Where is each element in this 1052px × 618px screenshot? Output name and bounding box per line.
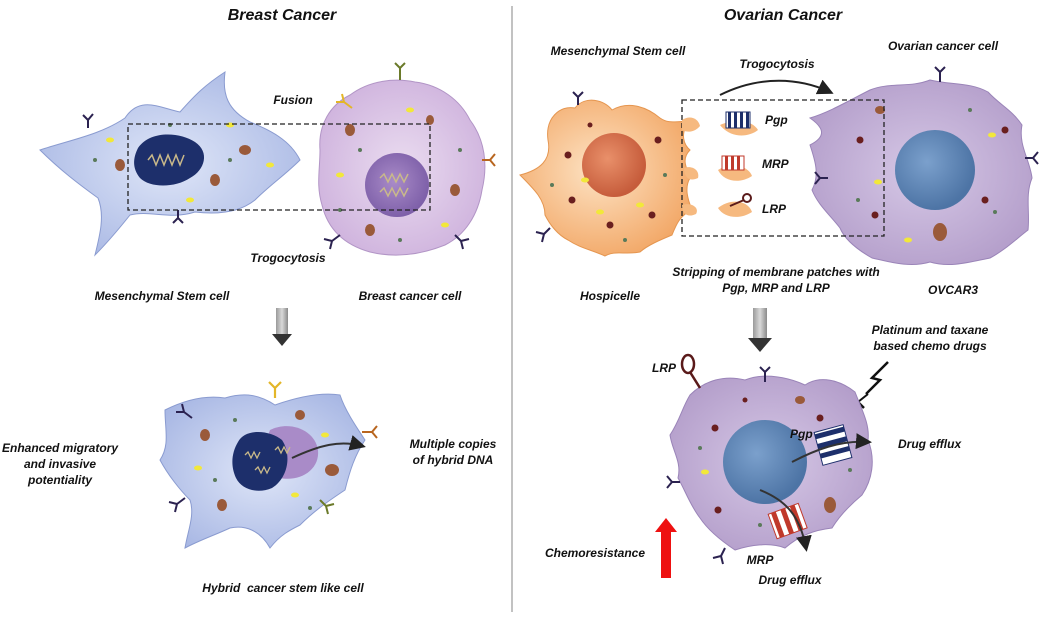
hospicelle-nucleus	[582, 133, 646, 197]
ovarian-cell-label: Ovarian cancer cell	[888, 39, 999, 53]
trogocytosis-box	[681, 99, 885, 237]
breast-panel-title: Breast Cancer	[228, 7, 337, 24]
multiple-copies-label-2: of hybrid DNA	[413, 453, 494, 467]
mrp-efflux-arrow	[759, 489, 812, 552]
msc-nucleus	[134, 134, 205, 186]
lrp-label: LRP	[762, 202, 787, 216]
ovarian-msc-label: Mesenchymal Stem cell	[551, 44, 686, 58]
fusion-label: Fusion	[273, 93, 312, 107]
lrp-membrane-label: LRP	[652, 361, 677, 375]
enhanced-label-1: Enhanced migratory	[2, 441, 119, 455]
stripping-label-2: Pgp, MRP and LRP	[722, 281, 831, 295]
hybrid-nucleus	[232, 432, 288, 491]
chemoresistance-arrow	[655, 518, 677, 578]
pgp-efflux-arrow	[791, 433, 872, 463]
breast-trogocytosis-label: Trogocytosis	[250, 251, 325, 265]
pgp-patch-icon	[725, 111, 751, 129]
msc-cell	[39, 70, 301, 257]
fusion-box	[127, 123, 431, 211]
pgp-label: Pgp	[765, 113, 788, 127]
chemoresistance-label: Chemoresistance	[545, 546, 645, 560]
hospicelle-cell	[519, 91, 693, 257]
ovarian-trogocytosis-label: Trogocytosis	[739, 57, 814, 71]
drug-efflux-label-2: Drug efflux	[758, 573, 822, 587]
enhanced-label-2: and invasive	[24, 457, 96, 471]
platinum-label-1: Platinum and taxane	[872, 323, 989, 337]
stripping-label-1: Stripping of membrane patches with	[672, 265, 879, 279]
chemoresistant-nucleus	[723, 420, 807, 504]
breast-cancer-cell	[318, 62, 496, 256]
chemoresistant-cell	[666, 366, 873, 565]
lrp-transporter-icon	[680, 353, 702, 389]
mrp-patch-icon	[721, 155, 745, 171]
msc-label: Mesenchymal Stem cell	[95, 289, 230, 303]
ovarian-down-arrow	[748, 308, 772, 352]
ovarian-trogocytosis-arrow	[719, 79, 834, 96]
hospicelle-label: Hospicelle	[580, 289, 640, 303]
ovarian-nucleus	[895, 130, 975, 210]
mrp-transporter-icon	[767, 502, 808, 540]
breast-down-arrow	[272, 308, 292, 346]
lrp-patch-icon	[729, 193, 752, 207]
multiple-copies-label-1: Multiple copies	[410, 437, 497, 451]
ovcar3-label: OVCAR3	[928, 283, 978, 297]
mrp-transporter-label: MRP	[747, 553, 775, 567]
enhanced-label-3: potentiality	[27, 473, 93, 487]
hybrid-label: Hybrid cancer stem like cell	[202, 581, 364, 595]
drug-efflux-label-1: Drug efflux	[898, 437, 962, 451]
mrp-label: MRP	[762, 157, 790, 171]
ovarian-cancer-cell	[808, 66, 1039, 265]
pgp-transporter-label: Pgp	[790, 427, 813, 441]
breast-nucleus	[365, 153, 429, 217]
platinum-label-2: based chemo drugs	[873, 339, 987, 353]
hybrid-cell	[159, 381, 378, 549]
membrane-patches	[682, 111, 758, 217]
breast-cell-label: Breast cancer cell	[359, 289, 462, 303]
ovarian-panel-title: Ovarian Cancer	[724, 7, 843, 24]
